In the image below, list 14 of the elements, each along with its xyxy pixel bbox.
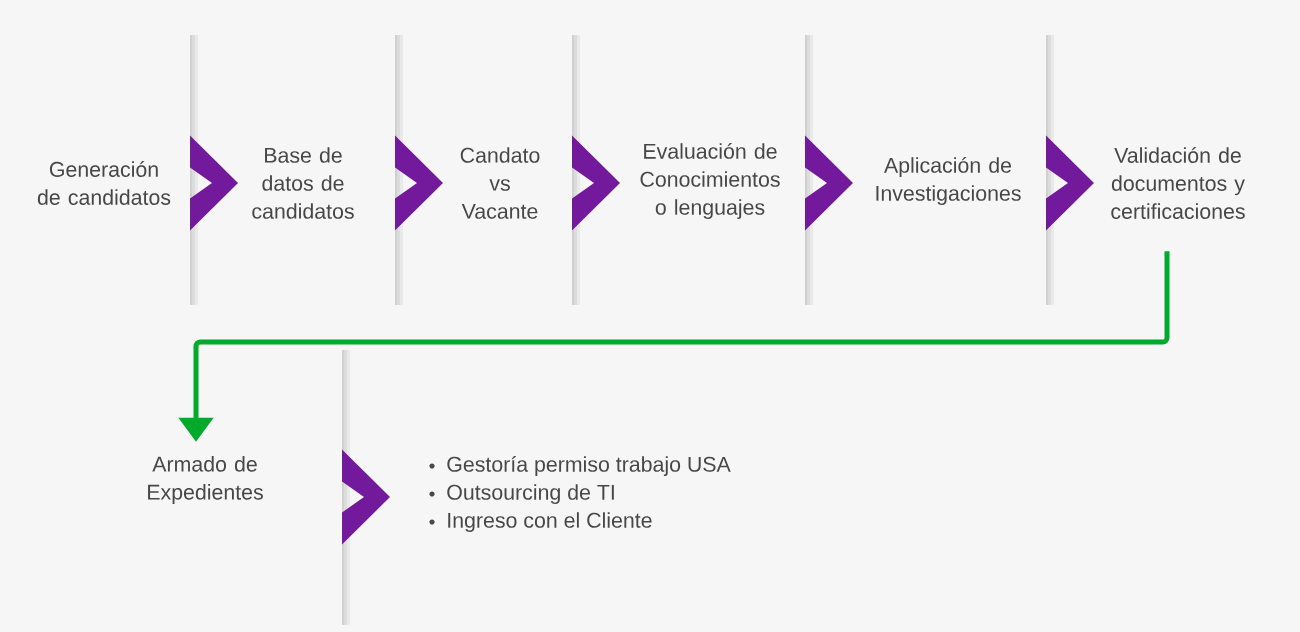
chevron-arrow (572, 135, 620, 231)
chevron-arrow (342, 449, 390, 545)
chevron-arrow (395, 135, 443, 231)
chevron-arrow (190, 135, 238, 231)
step-label: Armado de Expedientes (148, 456, 263, 504)
step-label: Generación de candidatos (37, 161, 171, 205)
step-label: Base de datos de candidatos (252, 147, 354, 219)
step-label: Validación de documentos y certificaciones (1111, 147, 1245, 219)
chevron-arrow (805, 135, 853, 231)
step-label: Candato vs Vacante (460, 147, 540, 219)
step-label: Evaluación de Conocimientos o lenguajes (640, 142, 780, 220)
bullet-list: Gestoría permiso trabajo USA Outsourcing de TI Ingreso con el Cliente (447, 455, 731, 533)
chevron-arrow (1046, 135, 1094, 231)
step-label: Aplicación de Investigaciones (876, 156, 1021, 206)
